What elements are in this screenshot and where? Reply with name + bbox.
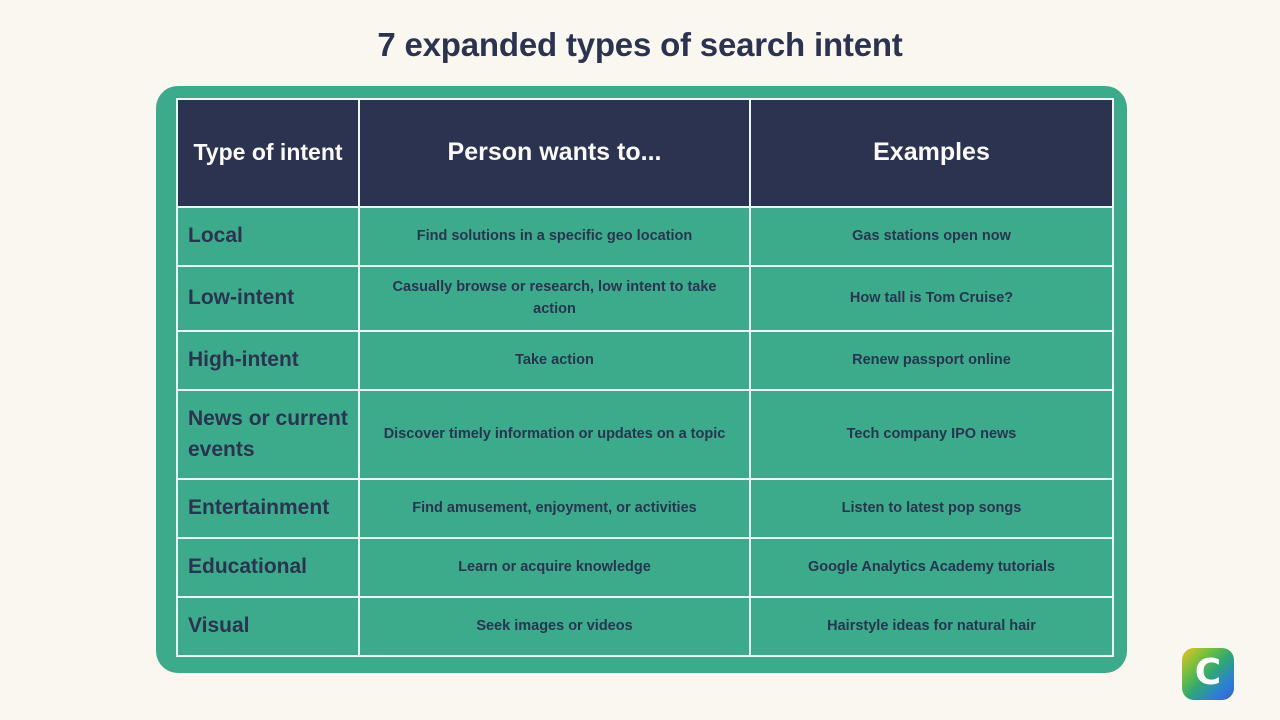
- table-row: Local Find solutions in a specific geo l…: [176, 206, 1114, 267]
- cell-intent-type: Visual: [176, 596, 360, 657]
- table-row: Educational Learn or acquire knowledge G…: [176, 537, 1114, 598]
- cell-person-wants: Seek images or videos: [358, 596, 751, 657]
- cell-example: Gas stations open now: [749, 206, 1114, 267]
- cell-intent-type: News or current events: [176, 389, 360, 480]
- cell-intent-type: Entertainment: [176, 478, 360, 539]
- table-row: High-intent Take action Renew passport o…: [176, 330, 1114, 391]
- table-header: Type of intent Person wants to... Exampl…: [176, 98, 1114, 208]
- cell-example: Google Analytics Academy tutorials: [749, 537, 1114, 598]
- cell-intent-type: Local: [176, 206, 360, 267]
- table-row: Entertainment Find amusement, enjoyment,…: [176, 478, 1114, 539]
- column-header-type-of-intent: Type of intent: [176, 98, 360, 208]
- page-title: 7 expanded types of search intent: [377, 26, 903, 63]
- table-row: Visual Seek images or videos Hairstyle i…: [176, 596, 1114, 657]
- column-header-person-wants-to: Person wants to...: [358, 98, 751, 208]
- table-header-row: Type of intent Person wants to... Exampl…: [176, 98, 1114, 208]
- cell-example: Listen to latest pop songs: [749, 478, 1114, 539]
- cell-person-wants: Find solutions in a specific geo locatio…: [358, 206, 751, 267]
- search-intent-table: Type of intent Person wants to... Exampl…: [176, 98, 1114, 657]
- cell-example: Hairstyle ideas for natural hair: [749, 596, 1114, 657]
- cell-example: Tech company IPO news: [749, 389, 1114, 480]
- cell-person-wants: Take action: [358, 330, 751, 391]
- table-row: News or current events Discover timely i…: [176, 389, 1114, 480]
- cell-person-wants: Casually browse or research, low intent …: [358, 265, 751, 332]
- cell-person-wants: Discover timely information or updates o…: [358, 389, 751, 480]
- intent-table-card: Type of intent Person wants to... Exampl…: [156, 86, 1127, 673]
- brand-logo-letter: C: [1194, 652, 1222, 693]
- cell-example: Renew passport online: [749, 330, 1114, 391]
- cell-intent-type: High-intent: [176, 330, 360, 391]
- column-header-examples: Examples: [749, 98, 1114, 208]
- cell-person-wants: Find amusement, enjoyment, or activities: [358, 478, 751, 539]
- cell-person-wants: Learn or acquire knowledge: [358, 537, 751, 598]
- table-row: Low-intent Casually browse or research, …: [176, 265, 1114, 332]
- cell-intent-type: Low-intent: [176, 265, 360, 332]
- brand-logo-icon: C: [1182, 648, 1234, 700]
- cell-intent-type: Educational: [176, 537, 360, 598]
- cell-example: How tall is Tom Cruise?: [749, 265, 1114, 332]
- table-body: Local Find solutions in a specific geo l…: [176, 206, 1114, 657]
